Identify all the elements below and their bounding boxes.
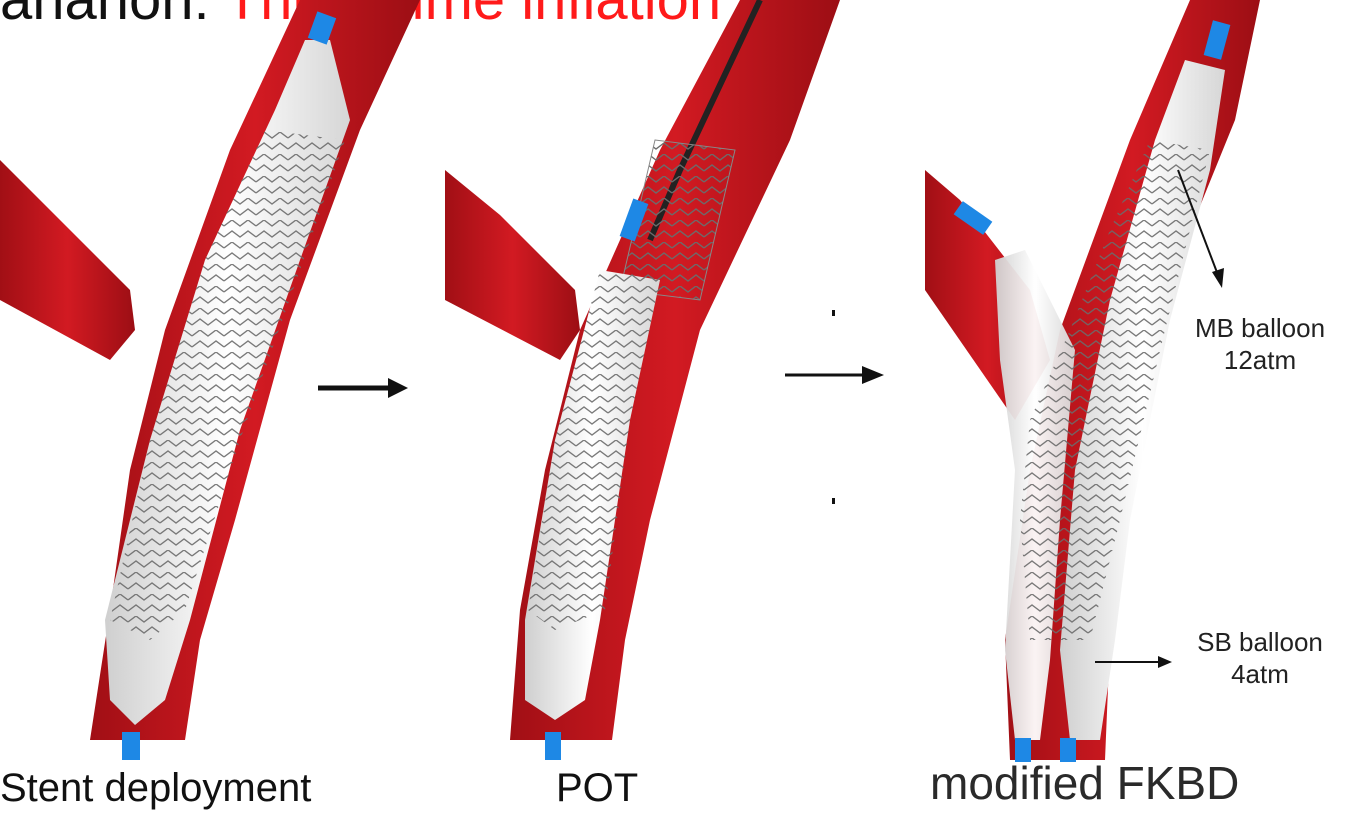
sb-balloon-label: SB balloon 4atm bbox=[1172, 626, 1348, 690]
arrow-1 bbox=[318, 378, 408, 398]
sb-balloon-pressure: 4atm bbox=[1172, 658, 1348, 690]
sb-balloon-name: SB balloon bbox=[1172, 626, 1348, 658]
caption-stent-deployment: Stent deployment bbox=[0, 766, 311, 811]
mb-balloon-pressure: 12atm bbox=[1170, 344, 1349, 376]
panel-stent-deployment bbox=[0, 0, 420, 760]
arrow-2 bbox=[785, 310, 884, 504]
mb-balloon-label: MB balloon 12atm bbox=[1170, 312, 1349, 376]
caption-modified-fkbd: modified FKBD bbox=[930, 756, 1239, 810]
caption-pot: POT bbox=[556, 766, 638, 811]
marker-bottom bbox=[545, 732, 561, 760]
panel-pot bbox=[445, 0, 840, 760]
side-branch-vessel bbox=[0, 160, 135, 360]
marker-bottom bbox=[122, 732, 140, 760]
mb-balloon-name: MB balloon bbox=[1170, 312, 1349, 344]
side-branch-vessel bbox=[445, 170, 580, 360]
